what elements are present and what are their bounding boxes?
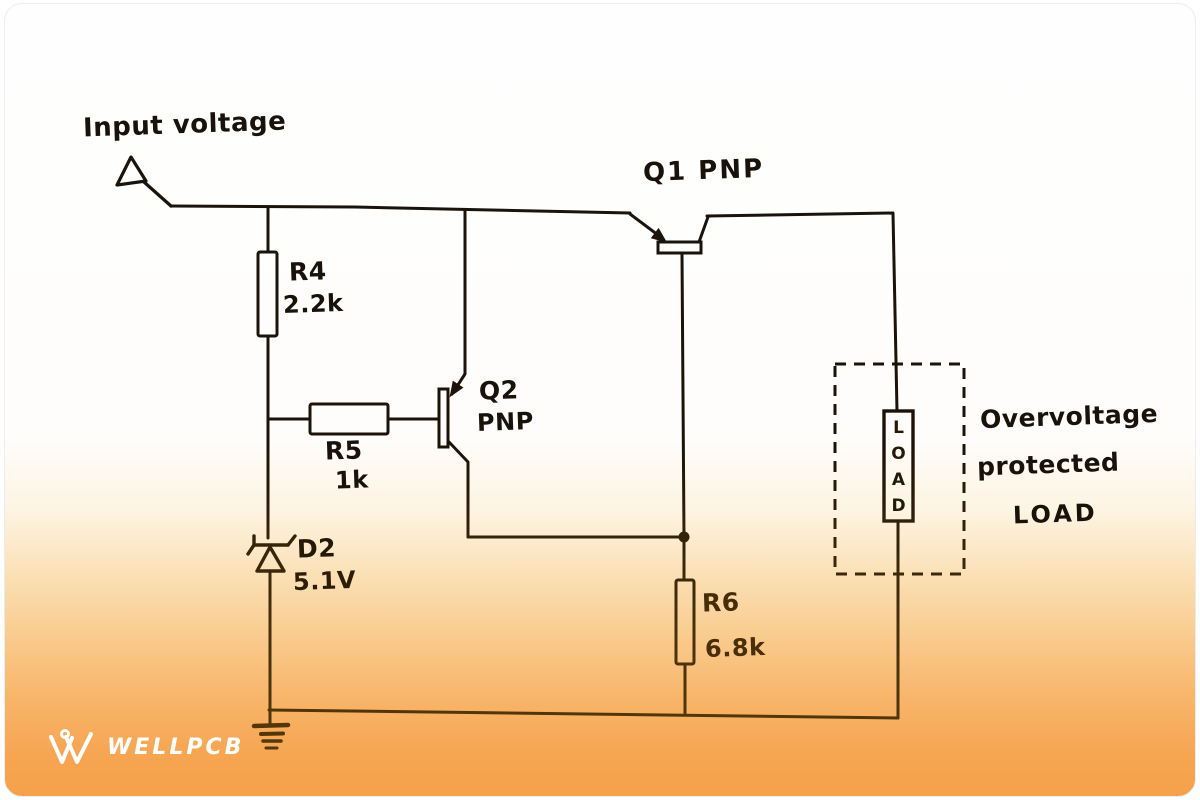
wellpcb-logo-icon <box>49 729 93 764</box>
resistor-r6 <box>674 578 696 666</box>
transistor-q2-icon <box>437 380 464 449</box>
r5-value-label: 1k <box>334 465 370 495</box>
d2-value-label: 5.1V <box>292 565 357 597</box>
ground-icon <box>251 722 291 750</box>
q2-name-label: Q2 <box>478 375 520 406</box>
note-line1-label: Overvoltage <box>979 398 1159 435</box>
q1-label: Q1 PNP <box>642 153 765 189</box>
r4-value-label: 2.2k <box>282 288 344 320</box>
r5-name-label: R5 <box>324 435 364 466</box>
wires <box>169 204 900 727</box>
note-line3-label: LOAD <box>1012 498 1099 530</box>
brand-name: WELLPCB <box>107 734 245 760</box>
r4-name-label: R4 <box>288 256 328 287</box>
transistor-q1-icon <box>650 227 703 255</box>
input-terminal-icon <box>115 155 173 208</box>
load-box-label: LOAD <box>891 418 906 516</box>
schematic-card: Input voltage Q1 PNP Q2 PNP R4 2.2k R5 1… <box>4 3 1196 797</box>
load-box <box>882 409 915 523</box>
r6-name-label: R6 <box>701 587 741 618</box>
note-line2-label: protected <box>976 447 1120 482</box>
dashed-boundary-box <box>833 362 966 576</box>
q2-type-label: PNP <box>476 407 535 437</box>
resistor-r4 <box>256 250 279 338</box>
junction-dot <box>678 531 690 543</box>
r6-value-label: 6.8k <box>704 632 766 664</box>
zener-diode-d2-icon <box>246 534 297 573</box>
resistor-r5 <box>308 402 390 436</box>
d2-name-label: D2 <box>296 533 337 564</box>
circuit-diagram <box>115 155 966 750</box>
brand-logo: WELLPCB <box>45 726 244 768</box>
